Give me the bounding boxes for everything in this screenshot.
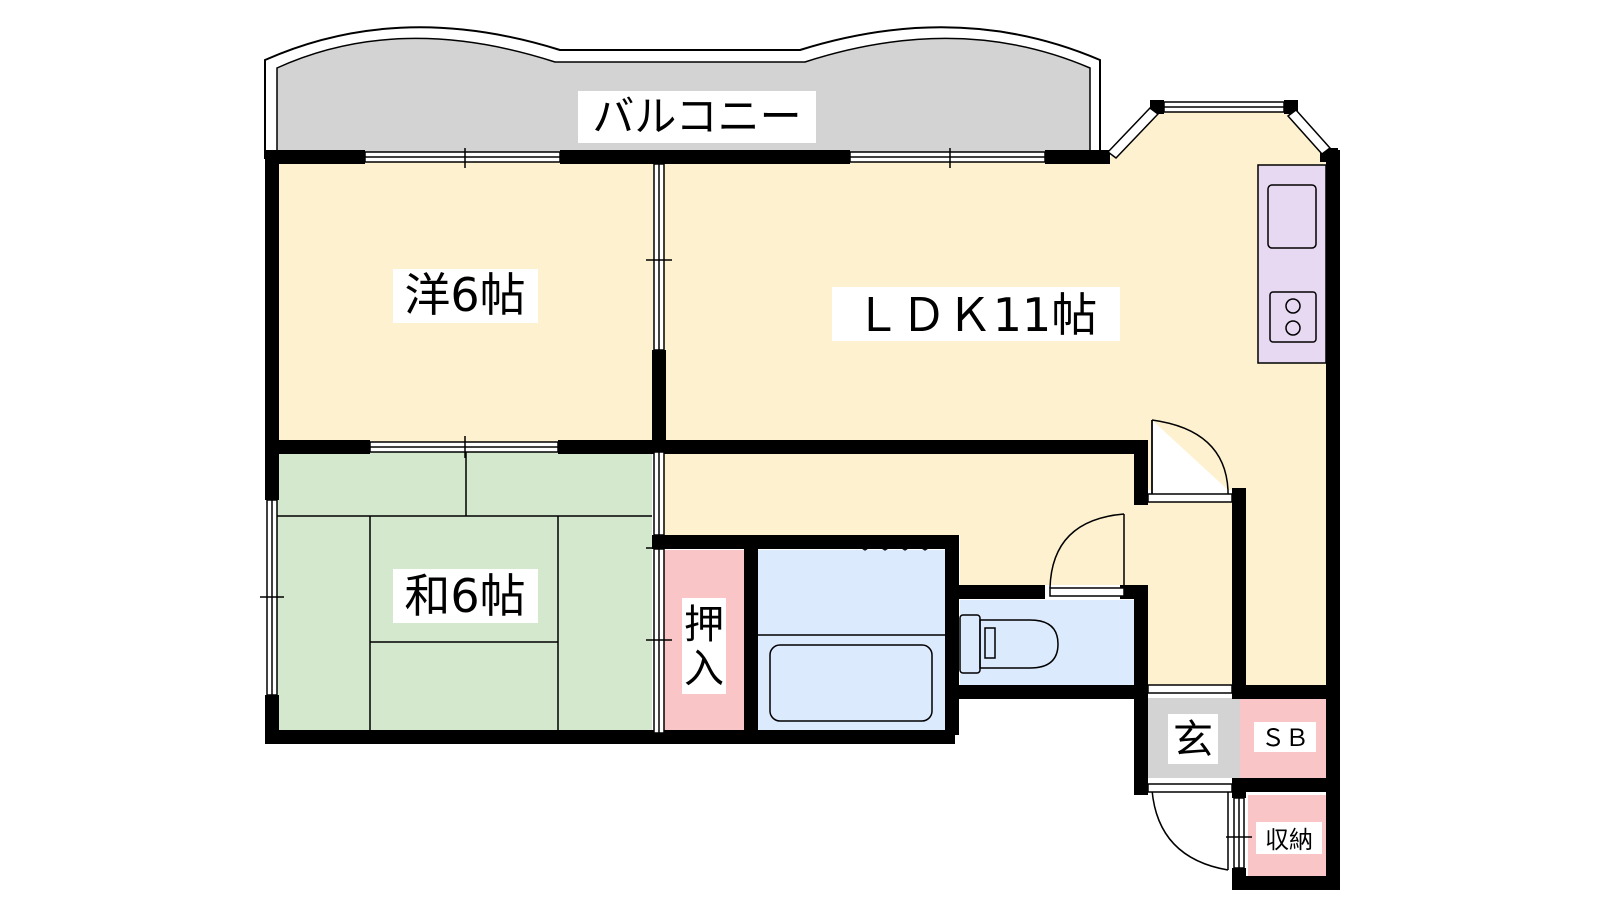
entrance-label: 玄 [1168, 714, 1218, 764]
closet-label: 押入 [682, 598, 726, 694]
toilet-icon [959, 614, 1059, 674]
bathtub-icon [769, 644, 933, 722]
closet-label-text: 押入 [684, 602, 724, 692]
kitchen-counter [1257, 164, 1327, 364]
ldk-floor [654, 112, 1332, 690]
bathroom-floor [756, 550, 946, 733]
walls [265, 100, 1340, 890]
western-room-label: 洋6帖 [393, 268, 538, 323]
svg-text:洋6帖: 洋6帖 [404, 268, 525, 322]
toilet-floor [960, 600, 1136, 685]
svg-text:バルコニー: バルコニー [592, 92, 801, 141]
svg-text:和6帖: 和6帖 [404, 569, 525, 623]
balcony-outline [264, 26, 1101, 159]
doors [1049, 419, 1233, 871]
storage-label: 収納 [1256, 822, 1322, 854]
japanese-room-label: 和6帖 [393, 569, 538, 623]
hallway-floor [654, 445, 1232, 690]
windows [260, 101, 1332, 869]
shoe-box-label: ＳＢ [1254, 722, 1316, 752]
svg-text:収納: 収納 [1265, 826, 1313, 854]
svg-text:玄: 玄 [1173, 717, 1213, 763]
ldk-label: ＬＤＫ11帖 [832, 287, 1120, 342]
sink-icon [1267, 184, 1317, 249]
svg-text:ＬＤＫ11帖: ＬＤＫ11帖 [855, 288, 1098, 342]
tatami-mat-lines [272, 452, 652, 733]
balcony-label: バルコニー [578, 91, 816, 143]
svg-text:ＳＢ: ＳＢ [1261, 724, 1309, 752]
stove-icon [1269, 291, 1317, 343]
